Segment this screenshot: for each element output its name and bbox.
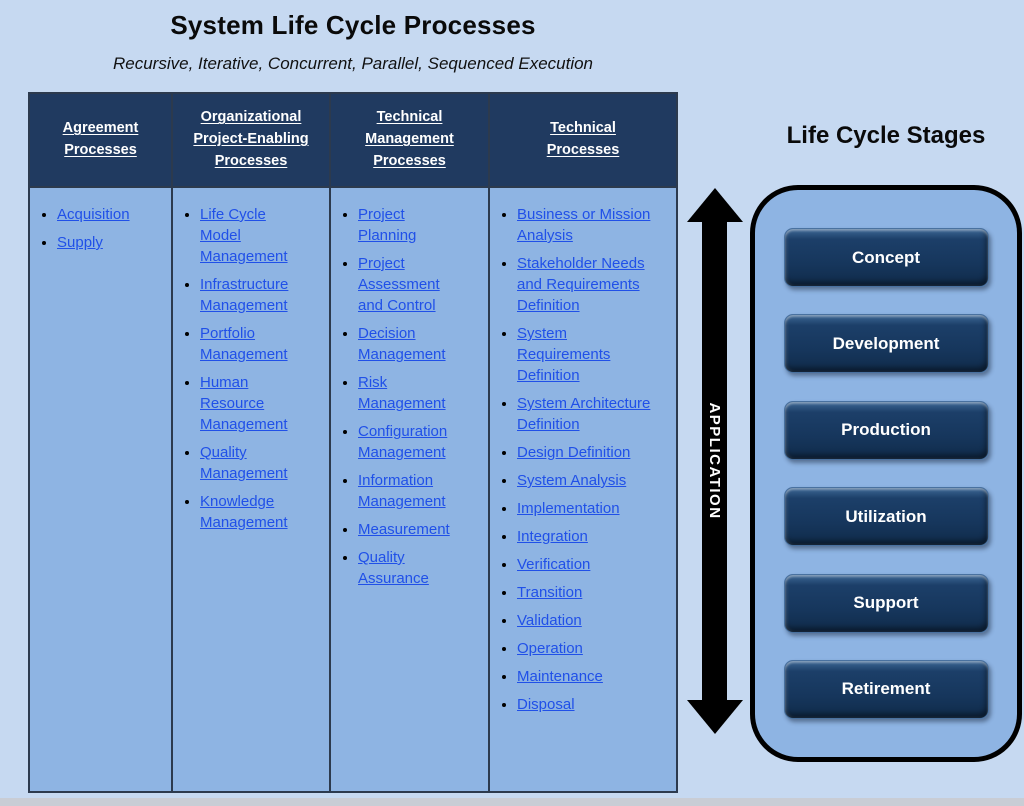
stage-button-retirement[interactable]: Retirement (783, 659, 989, 719)
process-link-portfolio-management[interactable]: Portfolio Management (200, 325, 288, 363)
column-header-technical-processes: Technical Processes (490, 94, 676, 188)
process-list-item: Portfolio Management (200, 323, 305, 365)
process-link-system-requirements-definition[interactable]: System Requirements Definition (517, 325, 611, 384)
arrow-down-icon (686, 700, 743, 734)
process-link-configuration-management[interactable]: Configuration Management (358, 423, 448, 461)
process-link-acquisition[interactable]: Acquisition (57, 206, 130, 223)
process-list-item: Design Definition (517, 442, 658, 463)
process-list-item: Knowledge Management (200, 491, 305, 533)
process-link-system-architecture-definition[interactable]: System Architecture Definition (517, 395, 651, 433)
process-list: Life Cycle Model ManagementInfrastructur… (173, 188, 329, 550)
stage-button-support[interactable]: Support (783, 573, 989, 633)
process-link-validation[interactable]: Validation (517, 612, 582, 629)
process-list-item: Supply (57, 232, 155, 253)
process-column-organizational-project-enabling-processes: Organizational Project-Enabling Processe… (171, 94, 329, 791)
process-list-item: Transition (517, 582, 658, 603)
process-link-information-management[interactable]: Information Management (358, 472, 446, 510)
process-list-item: Validation (517, 610, 658, 631)
process-list-item: System Analysis (517, 470, 658, 491)
process-list-item: Acquisition (57, 204, 155, 225)
process-list-item: Risk Management (358, 372, 466, 414)
process-link-risk-management[interactable]: Risk Management (358, 374, 446, 412)
stage-button-development[interactable]: Development (783, 314, 989, 374)
process-list: Business or Mission AnalysisStakeholder … (490, 188, 676, 732)
process-list-item: System Requirements Definition (517, 323, 658, 386)
process-link-transition[interactable]: Transition (517, 584, 583, 601)
process-link-project-assessment-and-control[interactable]: Project Assessment and Control (358, 255, 440, 314)
process-link-stakeholder-needs-and-requirements-definition[interactable]: Stakeholder Needs and Requirements Defin… (517, 255, 645, 314)
process-link-knowledge-management[interactable]: Knowledge Management (200, 493, 288, 531)
process-list-item: Decision Management (358, 323, 466, 365)
process-link-quality-management[interactable]: Quality Management (200, 444, 288, 482)
page-subtitle: Recursive, Iterative, Concurrent, Parall… (112, 54, 594, 73)
process-link-decision-management[interactable]: Decision Management (358, 325, 446, 363)
process-list-item: Business or Mission Analysis (517, 204, 658, 246)
process-list-item: Life Cycle Model Management (200, 204, 305, 267)
column-header-technical-management-processes: Technical Management Processes (331, 94, 488, 188)
process-link-integration[interactable]: Integration (517, 528, 588, 545)
process-list-item: Stakeholder Needs and Requirements Defin… (517, 253, 658, 316)
process-list-item: Verification (517, 554, 658, 575)
process-link-infrastructure-management[interactable]: Infrastructure Management (200, 276, 289, 314)
process-table: Agreement ProcessesAcquisitionSupplyOrga… (28, 92, 678, 793)
column-header-organizational-project-enabling-processes: Organizational Project-Enabling Processe… (173, 94, 329, 188)
process-list-item: System Architecture Definition (517, 393, 658, 435)
process-list-item: Quality Assurance (358, 547, 466, 589)
process-link-disposal[interactable]: Disposal (517, 696, 575, 713)
process-link-quality-assurance[interactable]: Quality Assurance (358, 549, 429, 587)
column-header-agreement-processes: Agreement Processes (30, 94, 171, 188)
process-list-item: Quality Management (200, 442, 305, 484)
arrow-up-icon (686, 188, 743, 222)
bottom-edge-strip (0, 798, 1024, 806)
process-link-design-definition[interactable]: Design Definition (517, 444, 631, 461)
application-arrow-label: APPLICATION (706, 402, 723, 520)
process-list-item: Implementation (517, 498, 658, 519)
process-link-human-resource-management[interactable]: Human Resource Management (200, 374, 288, 433)
stage-button-utilization[interactable]: Utilization (783, 487, 989, 547)
process-column-technical-processes: Technical ProcessesBusiness or Mission A… (488, 94, 676, 791)
page-title: System Life Cycle Processes (170, 10, 536, 40)
process-list-item: Maintenance (517, 666, 658, 687)
process-list-item: Infrastructure Management (200, 274, 305, 316)
process-list-item: Integration (517, 526, 658, 547)
process-link-system-analysis[interactable]: System Analysis (517, 472, 627, 489)
process-link-maintenance[interactable]: Maintenance (517, 668, 603, 685)
process-link-project-planning[interactable]: Project Planning (358, 206, 417, 244)
stage-button-production[interactable]: Production (783, 400, 989, 460)
process-link-supply[interactable]: Supply (57, 234, 103, 251)
process-list-item: Operation (517, 638, 658, 659)
process-column-agreement-processes: Agreement ProcessesAcquisitionSupply (30, 94, 171, 791)
process-link-business-or-mission-analysis[interactable]: Business or Mission Analysis (517, 206, 651, 244)
process-list: Project PlanningProject Assessment and C… (331, 188, 488, 606)
process-link-verification[interactable]: Verification (517, 556, 591, 573)
life-cycle-stages-title: Life Cycle Stages (786, 122, 986, 149)
process-link-measurement[interactable]: Measurement (358, 521, 450, 538)
process-link-operation[interactable]: Operation (517, 640, 583, 657)
process-list: AcquisitionSupply (30, 188, 171, 270)
process-list-item: Disposal (517, 694, 658, 715)
process-list-item: Information Management (358, 470, 466, 512)
process-link-implementation[interactable]: Implementation (517, 500, 620, 517)
process-list-item: Human Resource Management (200, 372, 305, 435)
process-list-item: Project Assessment and Control (358, 253, 466, 316)
process-list-item: Configuration Management (358, 421, 466, 463)
process-column-technical-management-processes: Technical Management ProcessesProject Pl… (329, 94, 488, 791)
arrow-shaft (702, 222, 727, 700)
process-link-life-cycle-model-management[interactable]: Life Cycle Model Management (200, 206, 288, 265)
process-list-item: Project Planning (358, 204, 466, 246)
stage-button-concept[interactable]: Concept (783, 228, 989, 287)
process-list-item: Measurement (358, 519, 466, 540)
application-arrow: APPLICATION (686, 188, 743, 734)
